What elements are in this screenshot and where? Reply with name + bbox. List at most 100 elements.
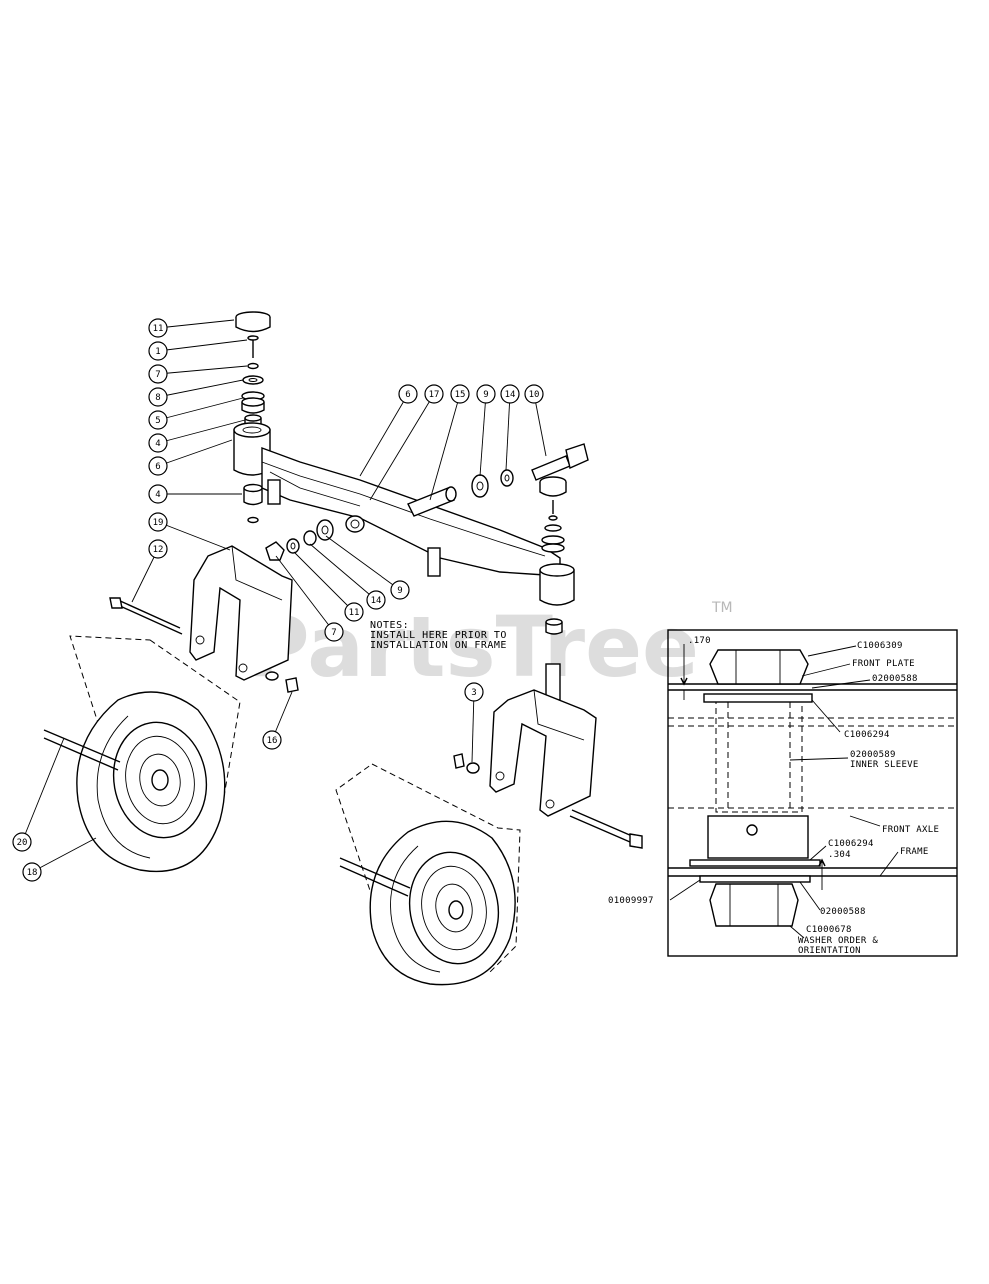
callout-leader <box>471 691 475 763</box>
pivot-hardware <box>265 443 589 561</box>
callout-bubble <box>464 682 484 702</box>
dim-top: .170 <box>688 636 711 646</box>
callout-leader <box>21 737 65 843</box>
label-front-axle: FRONT AXLE <box>882 825 939 835</box>
callout-number: 19 <box>153 518 164 528</box>
callout-bubble <box>324 622 344 642</box>
note-line-3: INSTALLATION ON FRAME <box>370 640 507 651</box>
left-spindle-stack <box>235 311 271 433</box>
callout-bubble <box>148 484 168 504</box>
callout-leader <box>157 319 235 329</box>
callout-leader <box>369 393 435 501</box>
callout-c-7a: 7 <box>148 364 248 384</box>
callout-c-9b: 9 <box>325 535 410 600</box>
callout-leader <box>479 393 487 477</box>
callout-number: 9 <box>397 586 402 596</box>
callout-number: 20 <box>17 838 28 848</box>
callout-number: 1 <box>155 347 160 357</box>
callout-bubble <box>262 730 282 750</box>
callout-bubble <box>344 602 364 622</box>
callout-c-12: 12 <box>131 539 168 603</box>
callout-leader <box>293 551 355 613</box>
callout-bubble <box>398 384 418 404</box>
callout-c-19: 19 <box>148 512 231 551</box>
callout-c-6a: 6 <box>148 439 233 476</box>
callout-number: 14 <box>371 596 382 606</box>
callout-bubble <box>22 862 42 882</box>
callout-bubble <box>12 832 32 852</box>
callout-bubble <box>148 433 168 453</box>
label-c1000678: C1000678 <box>806 925 852 935</box>
callout-number: 7 <box>155 370 160 380</box>
callout-leader <box>157 521 231 551</box>
label-c1006294-bottom: C1006294 <box>828 839 874 849</box>
label-02000588-top: 02000588 <box>872 674 918 684</box>
label-washer-order: WASHER ORDER & <box>798 936 878 946</box>
front-axle-beam <box>233 422 575 606</box>
callout-leader <box>157 379 244 398</box>
callout-number: 14 <box>505 390 516 400</box>
callout-bubble <box>424 384 444 404</box>
note-line-1: NOTES: <box>370 620 409 631</box>
callout-c-4b: 4 <box>148 484 242 504</box>
label-01009997: 01009997 <box>608 896 654 906</box>
install-note: NOTES: INSTALL HERE PRIOR TO INSTALLATIO… <box>370 620 507 651</box>
right-wheel <box>339 820 516 986</box>
callout-bubble <box>148 364 168 384</box>
callout-leader <box>157 339 248 352</box>
callout-c-1: 1 <box>148 339 248 361</box>
callout-number: 16 <box>267 736 278 746</box>
detail-frame <box>667 629 958 957</box>
callout-c-3: 3 <box>464 682 484 763</box>
callout-leader <box>131 548 159 603</box>
callout-bubble <box>450 384 470 404</box>
right-wheel-envelope <box>335 763 521 973</box>
callout-bubble <box>148 387 168 407</box>
label-inner-sleeve: INNER SLEEVE <box>850 760 919 770</box>
callout-bubble <box>148 341 168 361</box>
callout-c-10: 10 <box>524 384 547 457</box>
callout-number: 4 <box>155 490 160 500</box>
callout-bubble <box>524 384 544 404</box>
callout-number: 5 <box>155 416 160 426</box>
callout-number: 10 <box>529 390 540 400</box>
callout-leader <box>157 439 233 467</box>
label-front-plate: FRONT PLATE <box>852 659 915 669</box>
callout-bubble <box>148 512 168 532</box>
callout-leader <box>157 419 246 444</box>
right-spindle-stack <box>539 476 567 635</box>
right-caster-fork <box>453 663 643 849</box>
callout-number: 8 <box>155 393 160 403</box>
callout-bubble <box>148 318 168 338</box>
label-02000588-bottom: 02000588 <box>820 907 866 917</box>
callout-leader <box>429 393 461 501</box>
callout-c-17: 17 <box>369 384 444 501</box>
callout-number: 9 <box>483 390 488 400</box>
callout-number: 11 <box>153 324 164 334</box>
callout-c-14a: 14 <box>500 384 520 471</box>
label-orientation: ORIENTATION <box>798 946 861 956</box>
callout-c-8a: 8 <box>148 379 244 407</box>
callout-c-18: 18 <box>22 837 97 882</box>
callout-c-11a: 11 <box>148 318 235 338</box>
dim-mid: .304 <box>828 850 851 860</box>
label-frame: FRAME <box>900 847 929 857</box>
parts-tree-watermark: PartsTree <box>248 598 699 696</box>
callout-number: 11 <box>349 608 360 618</box>
left-wheel <box>43 691 226 873</box>
note-line-2: INSTALL HERE PRIOR TO <box>370 630 507 641</box>
callout-c-5: 5 <box>148 397 244 430</box>
callout-number: 6 <box>155 462 160 472</box>
callout-leader <box>275 555 335 633</box>
callout-leader <box>309 543 377 601</box>
callout-leader <box>359 393 409 477</box>
callout-leader <box>505 393 511 471</box>
callout-leader <box>533 393 547 457</box>
callout-bubble <box>476 384 496 404</box>
callout-bubble <box>148 456 168 476</box>
callout-leader <box>325 535 401 591</box>
left-lower-bushing <box>243 483 263 524</box>
callout-number: 17 <box>429 390 440 400</box>
